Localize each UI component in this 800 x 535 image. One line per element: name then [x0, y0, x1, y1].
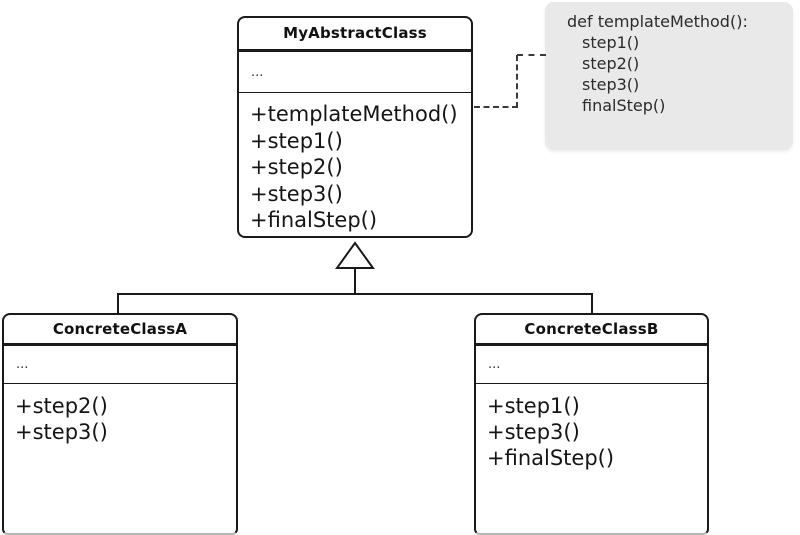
- code-note-line: finalStep(): [582, 96, 666, 115]
- code-note-line: step2(): [582, 54, 640, 73]
- code-note: def templateMethod(): step1() step2() st…: [545, 2, 793, 150]
- method-item: +step2(): [250, 155, 343, 179]
- class-methods-section: +templateMethod() +step1() +step2() +ste…: [239, 93, 471, 234]
- inheritance-horizontal-line: [117, 293, 593, 295]
- class-methods-section: +step2() +step3(): [4, 384, 236, 445]
- note-connector-segment: [516, 55, 518, 108]
- inheritance-stem-line: [354, 267, 356, 295]
- class-title: ConcreteClassA: [4, 315, 236, 346]
- class-attributes-placeholder: ...: [239, 52, 471, 93]
- class-methods-section: +step1() +step3() +finalStep(): [476, 384, 707, 471]
- concrete-class-a-box: ConcreteClassA ... +step2() +step3(): [2, 313, 238, 535]
- note-connector-segment: [474, 106, 518, 108]
- method-item: +step3(): [487, 420, 580, 444]
- inheritance-triangle-icon: [335, 241, 375, 269]
- abstract-class-box: MyAbstractClass ... +templateMethod() +s…: [237, 16, 473, 238]
- method-item: +step3(): [250, 181, 343, 206]
- method-item: +step2(): [15, 394, 108, 418]
- method-item: +finalStep(): [487, 446, 615, 470]
- code-note-line: step3(): [582, 75, 640, 94]
- class-title: ConcreteClassB: [476, 315, 707, 346]
- class-attributes-placeholder: ...: [476, 346, 707, 384]
- note-connector-segment: [517, 54, 546, 56]
- code-note-header: def templateMethod():: [567, 12, 748, 31]
- method-item: +finalStep(): [250, 208, 378, 232]
- method-item: +step1(): [250, 128, 343, 153]
- method-item: +templateMethod(): [250, 102, 458, 126]
- concrete-class-b-box: ConcreteClassB ... +step1() +step3() +fi…: [474, 313, 709, 535]
- class-attributes-placeholder: ...: [4, 346, 236, 384]
- inheritance-drop-line-left: [117, 293, 119, 313]
- inheritance-drop-line-right: [591, 293, 593, 313]
- code-note-line: step1(): [582, 33, 640, 52]
- class-title: MyAbstractClass: [239, 18, 471, 52]
- method-item: +step3(): [15, 420, 108, 444]
- method-item: +step1(): [487, 394, 580, 418]
